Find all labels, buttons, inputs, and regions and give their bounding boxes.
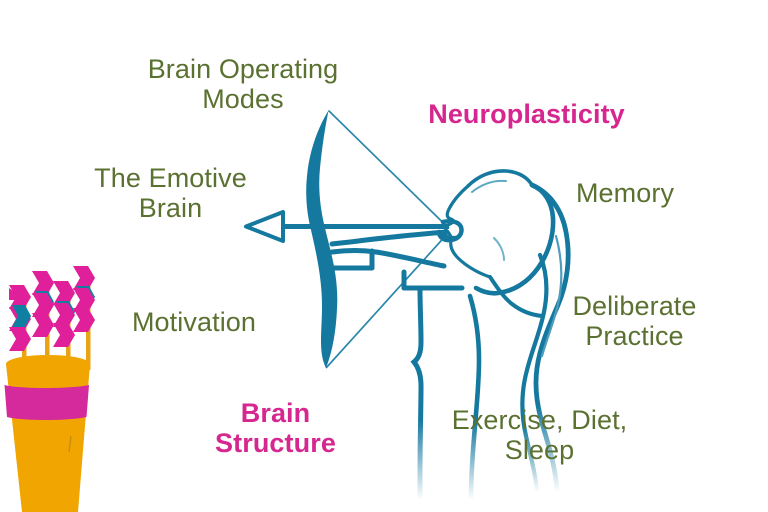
label-deliberate-practice: Deliberate Practice: [572, 291, 697, 352]
archer-face-profile: [443, 184, 492, 279]
archer-draw-hand: [436, 218, 464, 243]
bow-string-lower: [325, 231, 450, 369]
quiver-arrow-1: [9, 285, 31, 370]
label-memory: Memory: [575, 178, 675, 208]
quiver-rim: [6, 355, 90, 373]
quiver-arrow-3: [53, 281, 75, 370]
label-brain-operating-modes: Brain Operating Modes: [147, 54, 339, 115]
label-the-emotive-brain: The Emotive Brain: [94, 163, 247, 224]
archer-front-arm-upper: [329, 229, 450, 247]
label-neuroplasticity: Neuroplasticity: [428, 99, 625, 129]
quiver-seam: [68, 435, 72, 453]
label-motivation: Motivation: [131, 307, 257, 337]
label-exercise-diet-sleep: Exercise, Diet, Sleep: [451, 405, 628, 466]
quiver-band: [4, 385, 89, 420]
label-brain-structure: Brain Structure: [215, 398, 336, 459]
archer-torso-back: [467, 293, 482, 503]
archer-torso-front: [410, 286, 424, 503]
quiver-body: [6, 364, 90, 512]
archer-bow-hand: [319, 243, 375, 271]
archer-hairline: [466, 169, 534, 188]
quiver-arrow-4: [73, 266, 95, 370]
archer-hair-fringe: [471, 179, 507, 193]
archer-front-arm-lower: [329, 248, 447, 269]
quiver-arrow-2: [32, 271, 54, 370]
archer-draw-fingers: [440, 233, 460, 239]
bow: [306, 110, 338, 368]
archer-neck-shoulder: [488, 275, 544, 318]
archer-cheek-accent: [493, 237, 505, 261]
